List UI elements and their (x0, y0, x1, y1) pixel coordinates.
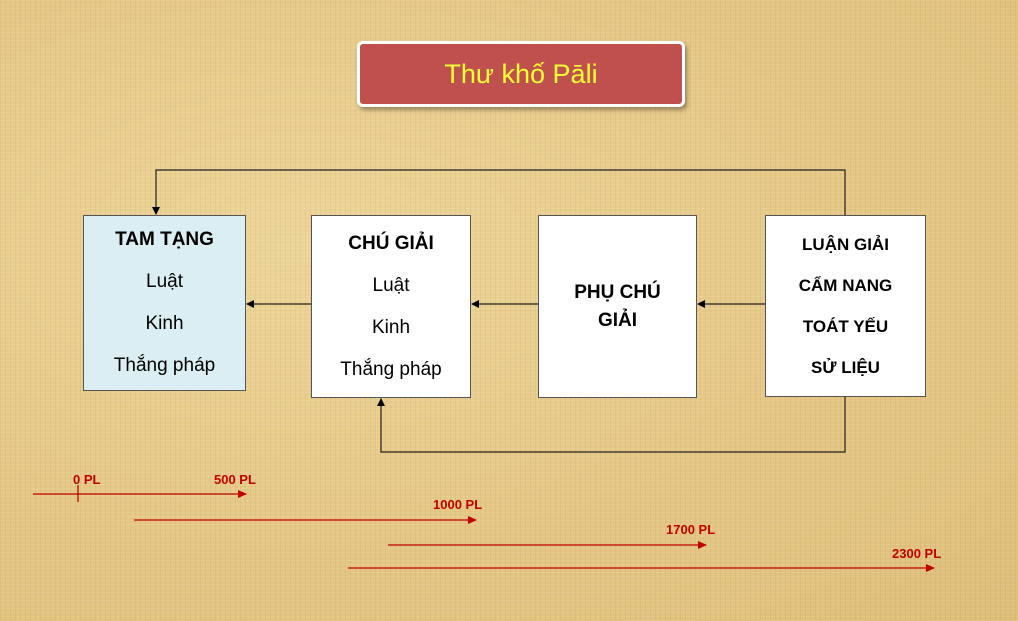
box-tam-tang-item: Kinh (145, 313, 184, 334)
title-banner: Thư khố Pāli (357, 41, 685, 107)
timeline-label-0: 0 PL (73, 472, 101, 487)
arrow-luan-to-tam-top (152, 169, 846, 215)
arrow-luan-to-chu-bottom (377, 397, 846, 453)
box-chu-giai: CHÚ GIẢI Luật Kinh Thắng pháp (311, 215, 471, 398)
page-title: Thư khố Pāli (444, 58, 598, 89)
box-chu-giai-item: Thắng pháp (340, 358, 442, 380)
box-tam-tang-item: Luật (146, 271, 183, 292)
timeline-label-2300: 2300 PL (892, 546, 942, 561)
box-chu-giai-item: Kinh (371, 316, 411, 338)
box-luan-giai-item: LUẬN GIẢI (802, 235, 889, 254)
box-phu-chu-giai: PHỤ CHÚ GIẢI (538, 215, 697, 398)
box-luan-giai: LUẬN GIẢI CẨM NANG TOÁT YẾU SỬ LIỆU (765, 215, 926, 397)
box-luan-giai-item: SỬ LIỆU (811, 358, 880, 377)
box-chu-giai-item: Luật (372, 274, 410, 296)
box-luan-giai-item: TOÁT YẾU (802, 317, 889, 336)
box-luan-giai-item: CẨM NANG (798, 276, 893, 295)
box-phu-chu-giai-heading: PHỤ CHÚ GIẢI (574, 281, 661, 331)
timeline-label-1000: 1000 PL (433, 497, 483, 512)
box-chu-giai-heading: CHÚ GIẢI (348, 232, 434, 254)
timeline-label-500: 500 PL (214, 472, 256, 487)
box-tam-tang-heading: TAM TẠNG (115, 229, 214, 250)
box-tam-tang: TAM TẠNG Luật Kinh Thắng pháp (83, 215, 246, 391)
timeline-label-1700: 1700 PL (666, 522, 716, 537)
box-tam-tang-item: Thắng pháp (113, 355, 216, 376)
